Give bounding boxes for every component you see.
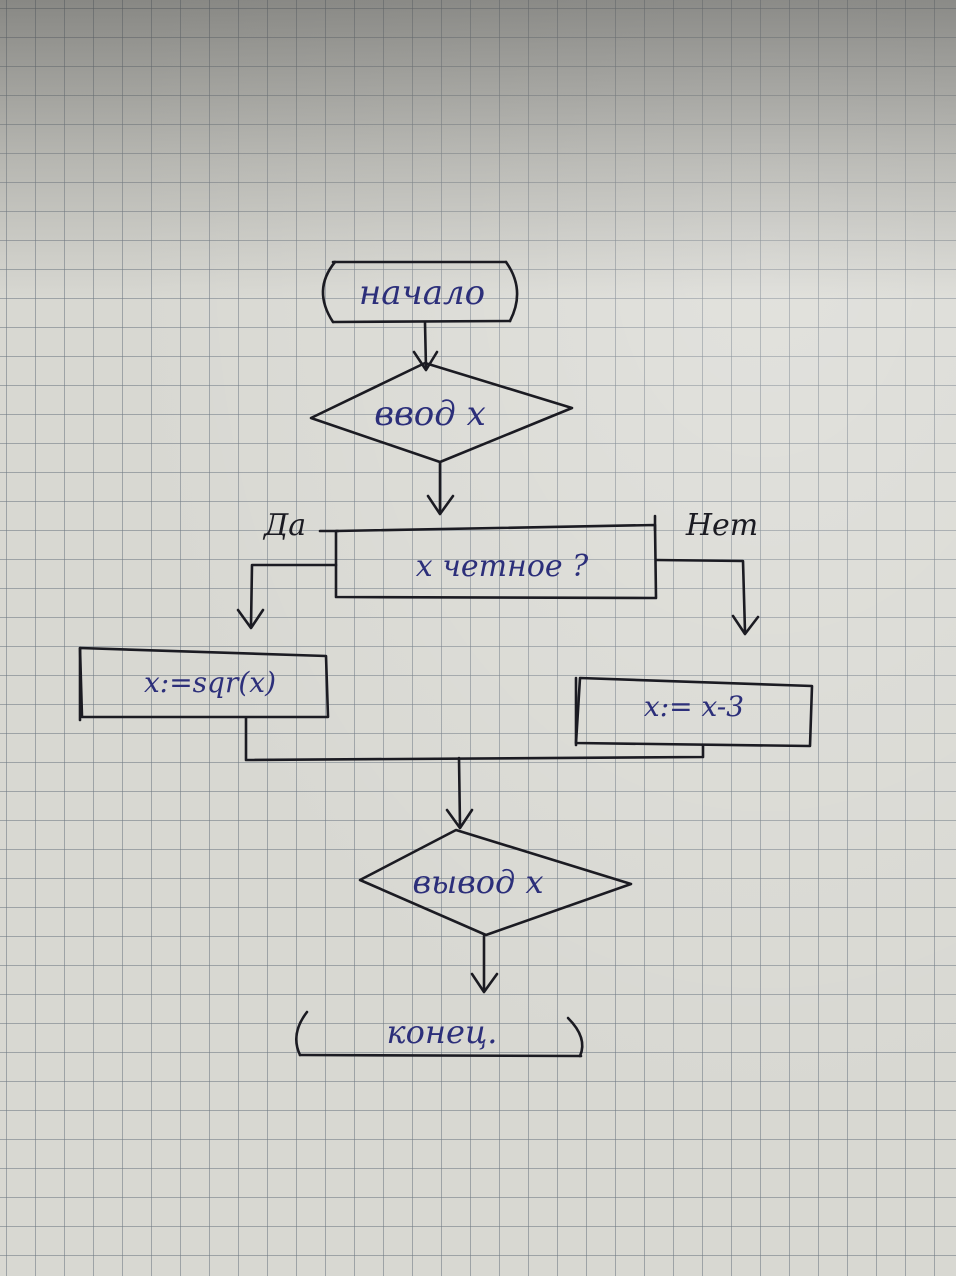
arrow-output-to-end	[470, 934, 499, 994]
no-action-node: x:= x-3	[574, 676, 814, 748]
arrow-start-to-input	[412, 321, 439, 372]
arrow-no-branch	[654, 558, 760, 636]
input-node: ввод x	[309, 361, 574, 464]
yes-action-node: x:=sqr(x)	[78, 646, 330, 722]
input-label: ввод x	[374, 394, 486, 434]
arrow-yes-branch	[236, 563, 338, 630]
condition-node: x четное ?	[318, 514, 658, 600]
start-label: начало	[359, 273, 485, 313]
arrow-input-to-condition	[426, 461, 455, 516]
no-action-label: x:= x-3	[644, 690, 744, 723]
end-node: конец.	[295, 1010, 584, 1058]
merge-lines	[244, 716, 705, 830]
output-node: вывод x	[358, 828, 633, 937]
output-label: вывод x	[412, 863, 543, 901]
condition-label: x четное ?	[416, 549, 589, 584]
end-label: конец.	[387, 1013, 498, 1051]
no-branch-label: Нет	[685, 508, 758, 543]
yes-action-label: x:=sqr(x)	[144, 666, 276, 699]
start-node: начало	[321, 260, 519, 324]
yes-branch-label: Да	[262, 508, 306, 543]
